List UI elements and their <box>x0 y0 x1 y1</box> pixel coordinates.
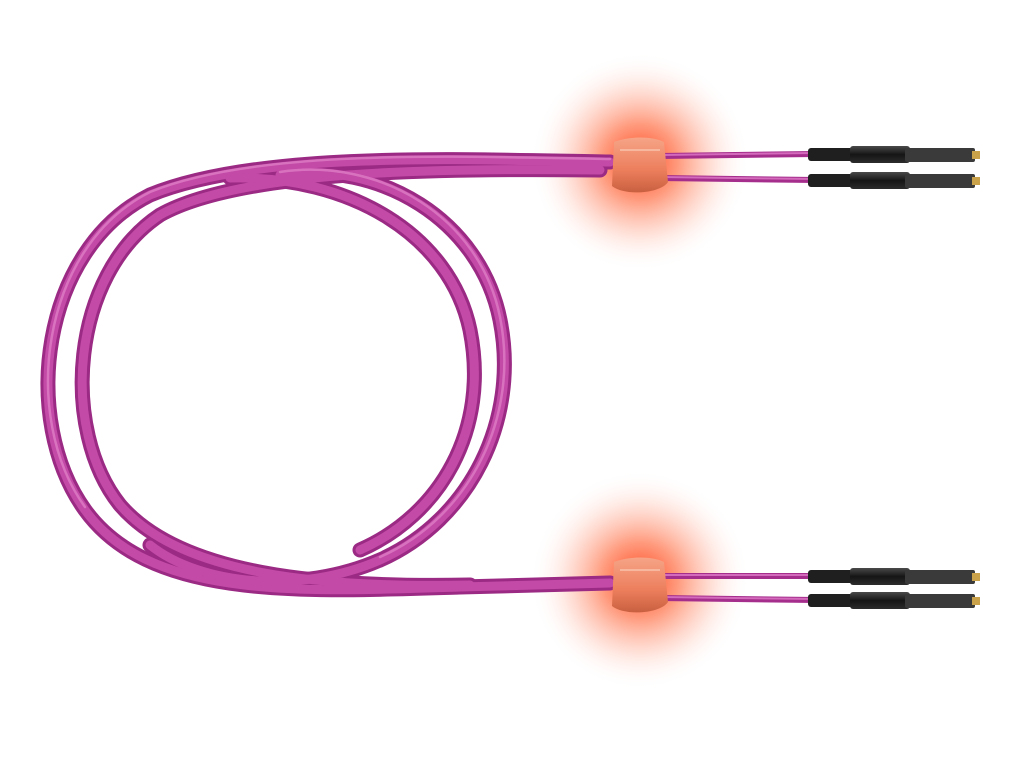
bottom-breakout-leads <box>657 573 818 603</box>
top-breakout-leads <box>657 151 818 183</box>
fiber-cable-coil-icon <box>40 152 618 598</box>
breakout-splitter-bottom-icon <box>612 557 668 613</box>
fiber-lc-connector-icon <box>808 146 980 163</box>
lc-connector-bottom-pair-icon <box>808 568 980 609</box>
fiber-lc-connector-icon <box>808 592 980 609</box>
lc-connector-top-pair-icon <box>808 146 980 189</box>
fiber-lc-connector-icon <box>808 568 980 585</box>
fiber-lc-connector-icon <box>808 172 980 189</box>
breakout-splitter-top-icon <box>612 137 668 193</box>
